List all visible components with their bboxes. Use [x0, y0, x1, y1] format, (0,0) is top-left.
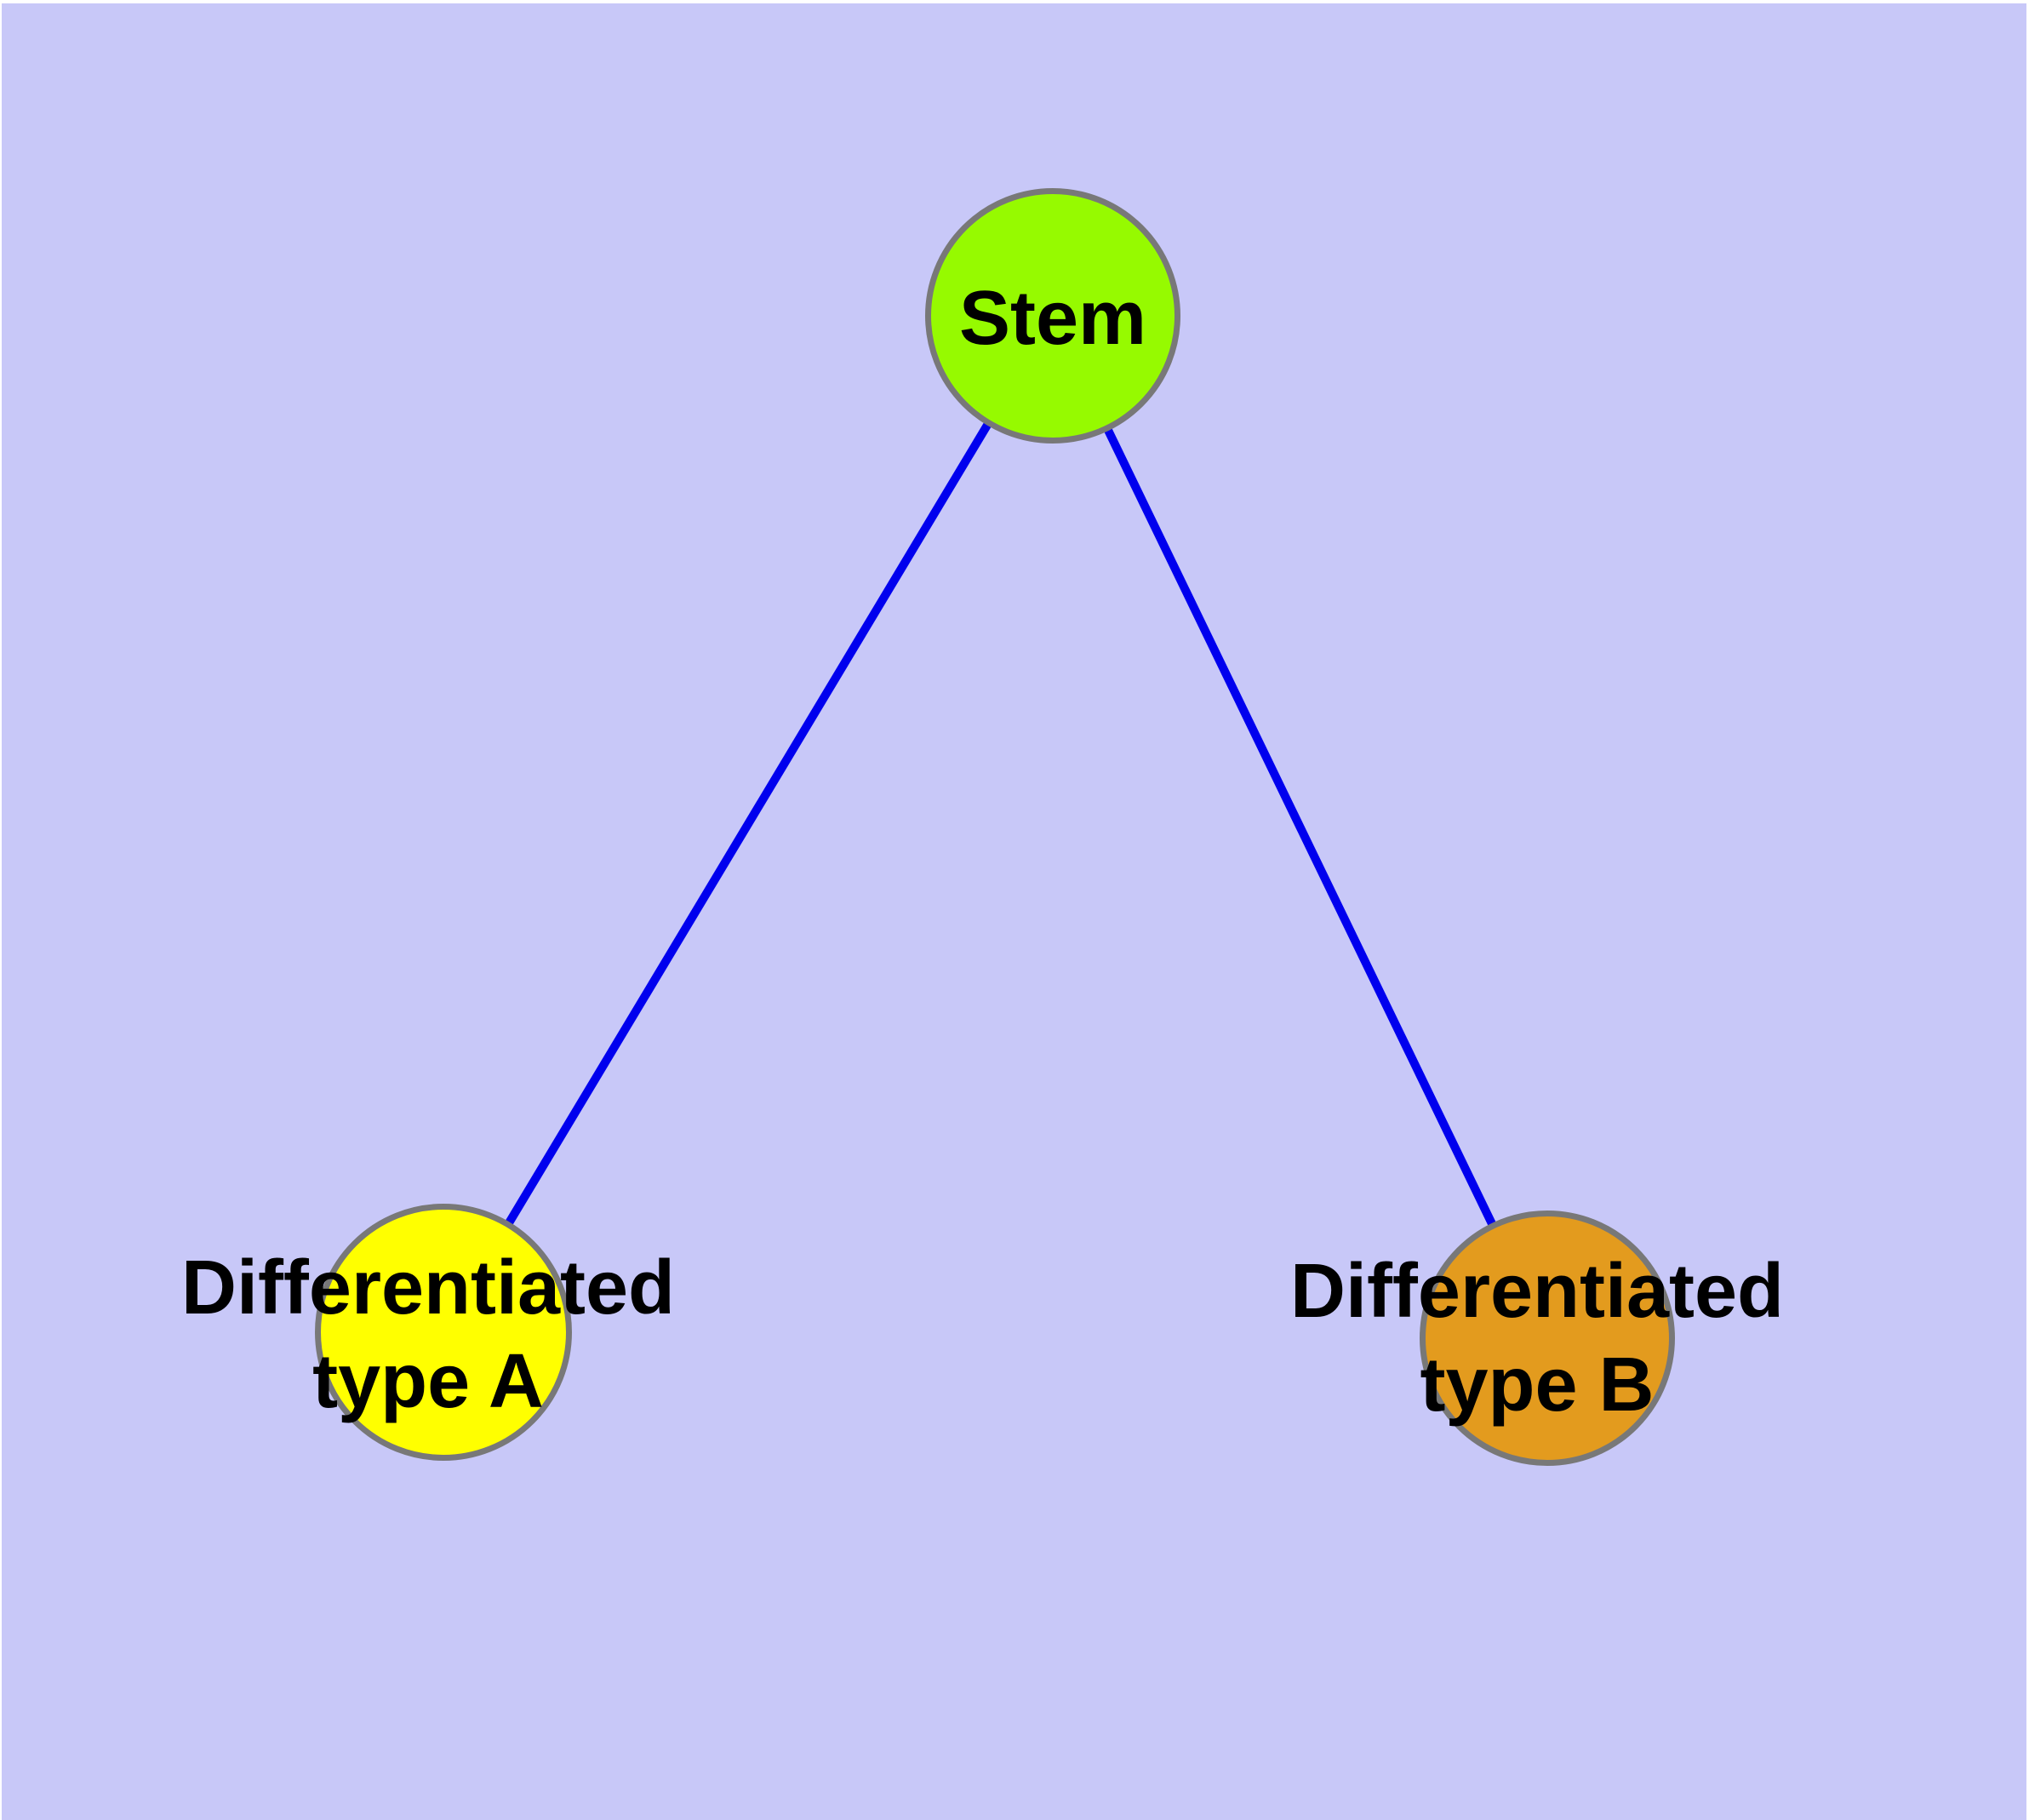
edges-layer: [439, 313, 1552, 1341]
node-label-type-a-line2: type A: [312, 1339, 544, 1424]
node-label-differentiated-type-a: Differentiated type A: [45, 1241, 811, 1428]
node-circle-stem: [925, 188, 1180, 444]
node-label-differentiated-type-b: Differentiated type B: [1154, 1245, 1920, 1432]
node-label-stem-line1: Stem: [958, 276, 1147, 361]
edge-stem-to-type-a: [439, 313, 1057, 1335]
nodes-layer: [315, 188, 1675, 1466]
edge-stem-to-type-b: [1049, 313, 1552, 1341]
node-label-stem: Stem: [670, 272, 1436, 365]
node-label-type-a-line1: Differentiated: [180, 1245, 676, 1331]
node-circle-type-b: [1420, 1210, 1675, 1466]
node-circle-type-a: [315, 1204, 572, 1461]
node-label-type-b-line1: Differentiated: [1289, 1249, 1785, 1334]
node-label-type-b-line2: type B: [1420, 1342, 1655, 1428]
